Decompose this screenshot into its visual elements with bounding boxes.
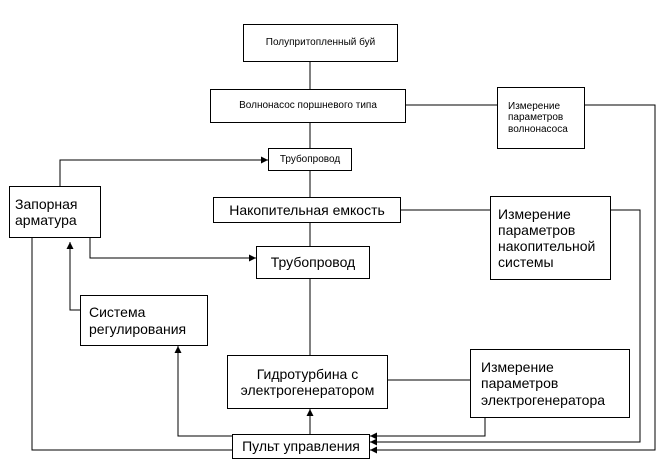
- edge-control-regulation: [174, 346, 232, 437]
- node-pump-measurement: Измерение параметров волнонасоса: [497, 87, 585, 149]
- node-semi-submerged-buoy-label: Полупритопленный буй: [265, 37, 376, 49]
- node-semi-submerged-buoy: Полупритопленный буй: [243, 24, 398, 62]
- node-regulation-system-label: Система регулирования: [89, 304, 187, 337]
- edge-valves-control: [31, 238, 232, 451]
- node-shutoff-valves-label: Запорная арматура: [15, 195, 78, 228]
- node-wave-pump: Волнонасос поршневого типа: [210, 89, 406, 123]
- edge-valves-pipeline-mid: [89, 238, 256, 262]
- edge-regulation-valves: [66, 242, 80, 311]
- node-pipeline-mid: Трубопровод: [256, 246, 370, 279]
- node-pipeline-mid-label: Трубопровод: [270, 254, 356, 271]
- node-shutoff-valves: Запорная арматура: [9, 186, 101, 238]
- node-storage-measurement: Измерение параметров накопительной систе…: [490, 196, 611, 280]
- node-pipeline-top-label: Трубопровод: [279, 153, 341, 165]
- node-turbine-generator: Гидротурбина с электрогенератором: [227, 355, 388, 409]
- node-pump-measurement-label: Измерение параметров волнонасоса: [508, 100, 568, 135]
- node-turbine-generator-label: Гидротурбина с электрогенератором: [240, 365, 375, 398]
- edge-valves-pipeline-top: [59, 156, 268, 186]
- node-regulation-system: Система регулирования: [80, 295, 208, 346]
- node-wave-pump-label: Волнонасос поршневого типа: [239, 100, 377, 112]
- node-control-panel-label: Пульт управления: [242, 438, 360, 455]
- edge-genmeasure-control: [370, 418, 486, 440]
- node-generator-measurement: Измерение параметров электрогенератора: [470, 349, 630, 418]
- node-generator-measurement-label: Измерение параметров электрогенератора: [481, 359, 606, 408]
- node-pipeline-top: Трубопровод: [268, 148, 352, 171]
- node-control-panel: Пульт управления: [232, 434, 370, 459]
- edge-pumpmeasure-control: [370, 104, 656, 454]
- node-storage-measurement-label: Измерение параметров накопительной систе…: [498, 205, 596, 271]
- node-storage-tank-label: Накопительная емкость: [229, 201, 385, 218]
- node-storage-tank: Накопительная емкость: [213, 197, 401, 223]
- edge-storagemeasure-control: [370, 209, 641, 446]
